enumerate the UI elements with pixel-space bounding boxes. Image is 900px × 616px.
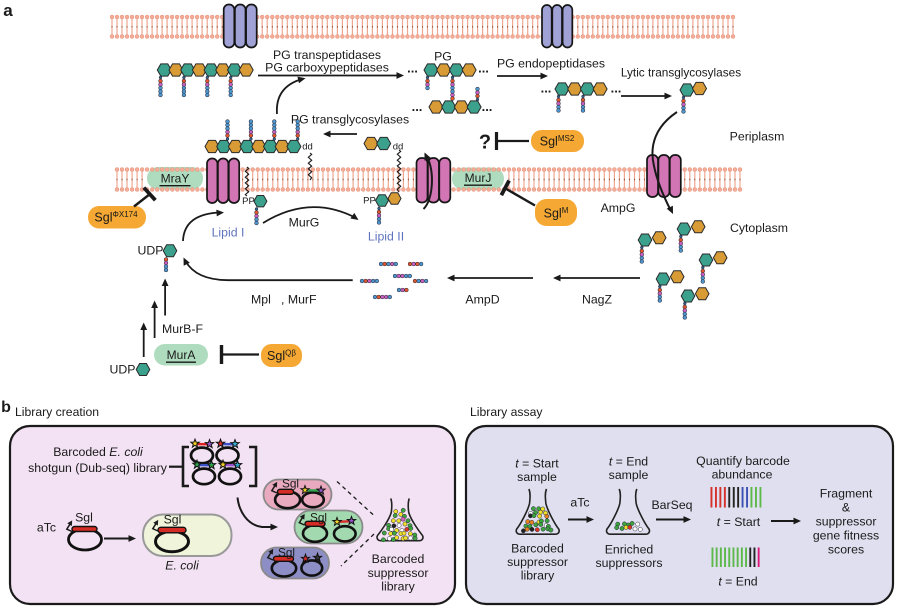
svg-text:AmpG: AmpG [601,201,636,215]
svg-text:&: & [842,501,851,515]
svg-text:Barcoded: Barcoded [511,542,564,556]
svg-text:Enriched: Enriched [605,543,654,557]
svg-text:PG endopeptidases: PG endopeptidases [497,57,605,71]
svg-text:?: ? [479,132,491,154]
svg-text:aTc: aTc [37,521,56,535]
svg-text:Barcoded E. coli: Barcoded E. coli [53,445,144,459]
svg-text:abundance: abundance [712,468,773,482]
svg-text:...: ... [407,61,418,76]
svg-text:...: ... [482,99,493,114]
svg-text:a: a [3,1,13,20]
svg-text:scores: scores [828,543,864,557]
svg-text:Lipid I: Lipid I [212,226,245,240]
svg-text:PG: PG [434,50,452,64]
svg-text:Mpl: Mpl [251,293,271,307]
svg-text:Sgl: Sgl [75,511,93,525]
svg-text:gene fitness: gene fitness [813,529,879,543]
svg-text:library: library [381,580,415,594]
svg-text:PG carboxypeptidases: PG carboxypeptidases [265,61,389,75]
svg-text:, MurF: , MurF [281,293,317,307]
svg-text:Quantify barcode: Quantify barcode [696,454,790,468]
svg-text:t = Start: t = Start [717,515,761,529]
svg-text:sample: sample [517,470,557,484]
svg-text:Library assay: Library assay [470,405,543,419]
svg-text:Barcoded: Barcoded [372,552,425,566]
svg-text:...: ... [611,81,622,96]
svg-text:shotgun (Dub-seq) library: shotgun (Dub-seq) library [28,461,168,475]
svg-text:MurJ: MurJ [465,171,492,185]
svg-text:...: ... [412,99,423,114]
svg-text:AmpD: AmpD [465,293,499,307]
svg-text:...: ... [541,81,552,96]
svg-text:Library creation: Library creation [15,405,99,419]
svg-text:PP: PP [363,196,376,207]
svg-text:Fragment: Fragment [820,487,873,501]
svg-text:library: library [521,569,555,583]
svg-text:UDP: UDP [110,363,136,377]
svg-text:Sgl: Sgl [278,545,295,559]
svg-text:t = Start: t = Start [515,457,559,471]
svg-text:dd: dd [302,142,313,153]
svg-text:Lipid II: Lipid II [368,230,404,244]
svg-text:Sgl: Sgl [164,512,182,526]
svg-text:suppressors: suppressors [596,556,663,570]
svg-text:MurA: MurA [167,348,196,362]
svg-text:dd: dd [393,142,404,153]
svg-text:BarSeq: BarSeq [651,498,692,512]
svg-text:PG transglycosylases: PG transglycosylases [291,113,409,127]
svg-text:suppressor: suppressor [816,515,877,529]
svg-text:MurG: MurG [289,216,320,230]
svg-text:suppressor: suppressor [368,566,429,580]
svg-text:Sgl: Sgl [282,476,299,490]
svg-text:Periplasm: Periplasm [730,130,785,144]
svg-text:aTc: aTc [570,496,589,510]
svg-text:MurB-F: MurB-F [162,322,203,336]
svg-text:PP: PP [242,196,255,207]
svg-text:E. coli: E. coli [165,559,200,573]
svg-text:Sgl: Sgl [310,510,327,524]
svg-text:MraY: MraY [161,172,190,186]
svg-text:t = End: t = End [718,575,757,589]
svg-text:Lytic transglycosylases: Lytic transglycosylases [621,66,741,80]
svg-text:NagZ: NagZ [582,293,613,307]
svg-text:t = End: t = End [609,455,648,469]
svg-text:sample: sample [609,468,649,482]
svg-text:...: ... [478,61,489,76]
svg-text:b: b [1,399,11,416]
svg-text:Cytoplasm: Cytoplasm [730,221,788,235]
svg-text:suppressor: suppressor [507,555,568,569]
svg-text:UDP: UDP [138,244,164,258]
